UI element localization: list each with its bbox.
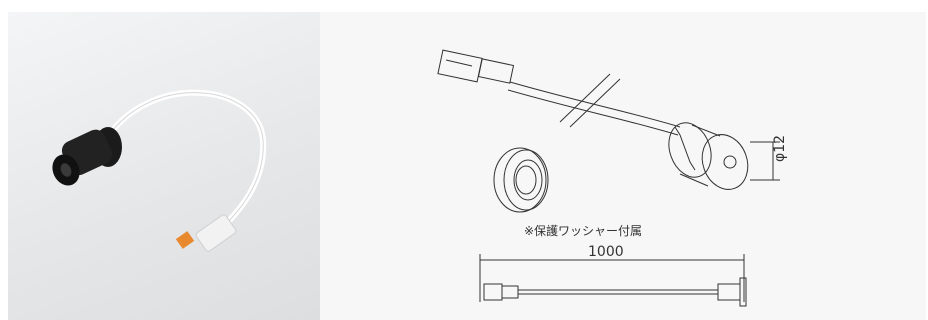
diameter-dimension-line: [750, 141, 780, 181]
cable-side-view: [483, 277, 747, 307]
diameter-label: φ12: [772, 134, 788, 162]
washer-drawing: [493, 147, 549, 213]
black-switch-body: [52, 127, 122, 186]
product-photo-panel: [8, 12, 320, 320]
white-connector: [175, 214, 237, 252]
drawing-connector: [437, 49, 515, 84]
washer-note: ※保護ワッシャー付属: [524, 224, 643, 238]
product-photo: [52, 89, 267, 252]
technical-drawing-panel: ※保護ワッシャー付属 1000 φ12: [320, 12, 926, 320]
length-label: 1000: [588, 244, 624, 260]
length-dimension-line: [479, 254, 745, 302]
drawing-switch: [668, 122, 749, 190]
technical-drawing: [437, 49, 780, 307]
